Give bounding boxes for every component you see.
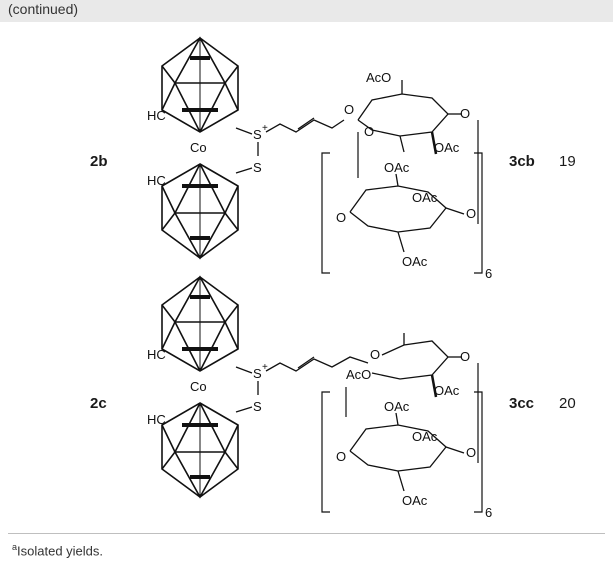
hc-label: HC xyxy=(147,412,166,427)
upper-sugar-ring xyxy=(371,333,462,398)
lower-sugar-ring xyxy=(349,412,465,492)
header-note: (continued) xyxy=(8,1,79,17)
lower-cage xyxy=(161,402,239,499)
acetoxy-label: OAc xyxy=(434,383,460,398)
footnote-marker: a xyxy=(12,542,18,552)
upper-sugar-ring xyxy=(357,80,462,155)
acetoxy-label: OAc xyxy=(402,254,428,269)
acetoxy-label: OAc xyxy=(412,429,438,444)
repeat-bracket xyxy=(321,120,483,274)
upper-cage xyxy=(161,275,239,372)
reagent-label: 2b xyxy=(90,153,108,170)
ring-oxygen: O xyxy=(460,349,470,364)
product-label: 3cb xyxy=(509,153,535,170)
sulfonium-label: S xyxy=(253,127,262,142)
hc-label: HC xyxy=(147,108,166,123)
lower-sugar-ring xyxy=(349,173,465,253)
footnote-text: Isolated yields. xyxy=(17,543,104,559)
ring-oxygen: O xyxy=(336,210,346,225)
ring-oxygen: O xyxy=(460,106,470,121)
table-row: 2b xyxy=(0,28,613,298)
table-header-band: (continued) xyxy=(0,0,613,22)
reagent-label: 2c xyxy=(90,395,107,412)
acetoxy-label: OAc xyxy=(402,493,428,508)
table-row: 2c xyxy=(0,267,613,537)
cobalt-label: Co xyxy=(190,140,207,155)
sulfur-label: S xyxy=(253,160,262,175)
acetoxy-label: OAc xyxy=(412,190,438,205)
ring-oxygen: O xyxy=(466,445,476,460)
ring-oxygen: O xyxy=(466,206,476,221)
ring-oxygen: O xyxy=(364,124,374,139)
product-label: 3cc xyxy=(509,395,535,412)
svg-text:+: + xyxy=(262,362,268,373)
acetoxy-label: AcO xyxy=(346,367,371,382)
hc-label: HC xyxy=(147,347,166,362)
ring-oxygen: O xyxy=(336,449,346,464)
acetoxy-label: OAc xyxy=(384,399,410,414)
repeat-bracket xyxy=(321,363,483,513)
yield-value: 19 xyxy=(559,153,576,170)
sulfonium-label: S xyxy=(253,366,262,381)
repeat-subscript: 6 xyxy=(485,266,492,281)
structure-drawing: HC HC Co S + S AcO O O O xyxy=(147,36,492,281)
acetoxy-label: AcO xyxy=(366,70,391,85)
structure-drawing: HC HC Co S + S O AcO O OAc xyxy=(147,275,492,520)
table-bottom-rule xyxy=(8,533,605,534)
acetoxy-label: OAc xyxy=(434,140,460,155)
lower-cage xyxy=(161,163,239,260)
ring-oxygen: O xyxy=(344,102,354,117)
acetoxy-label: OAc xyxy=(384,160,410,175)
repeat-subscript: 6 xyxy=(485,505,492,520)
yield-value: 20 xyxy=(559,395,576,412)
svg-text:+: + xyxy=(262,123,268,134)
ring-oxygen: O xyxy=(370,347,380,362)
sulfur-label: S xyxy=(253,399,262,414)
upper-cage xyxy=(161,36,239,133)
hc-label: HC xyxy=(147,173,166,188)
table-footnote: aIsolated yields. xyxy=(12,542,103,558)
cobalt-label: Co xyxy=(190,379,207,394)
